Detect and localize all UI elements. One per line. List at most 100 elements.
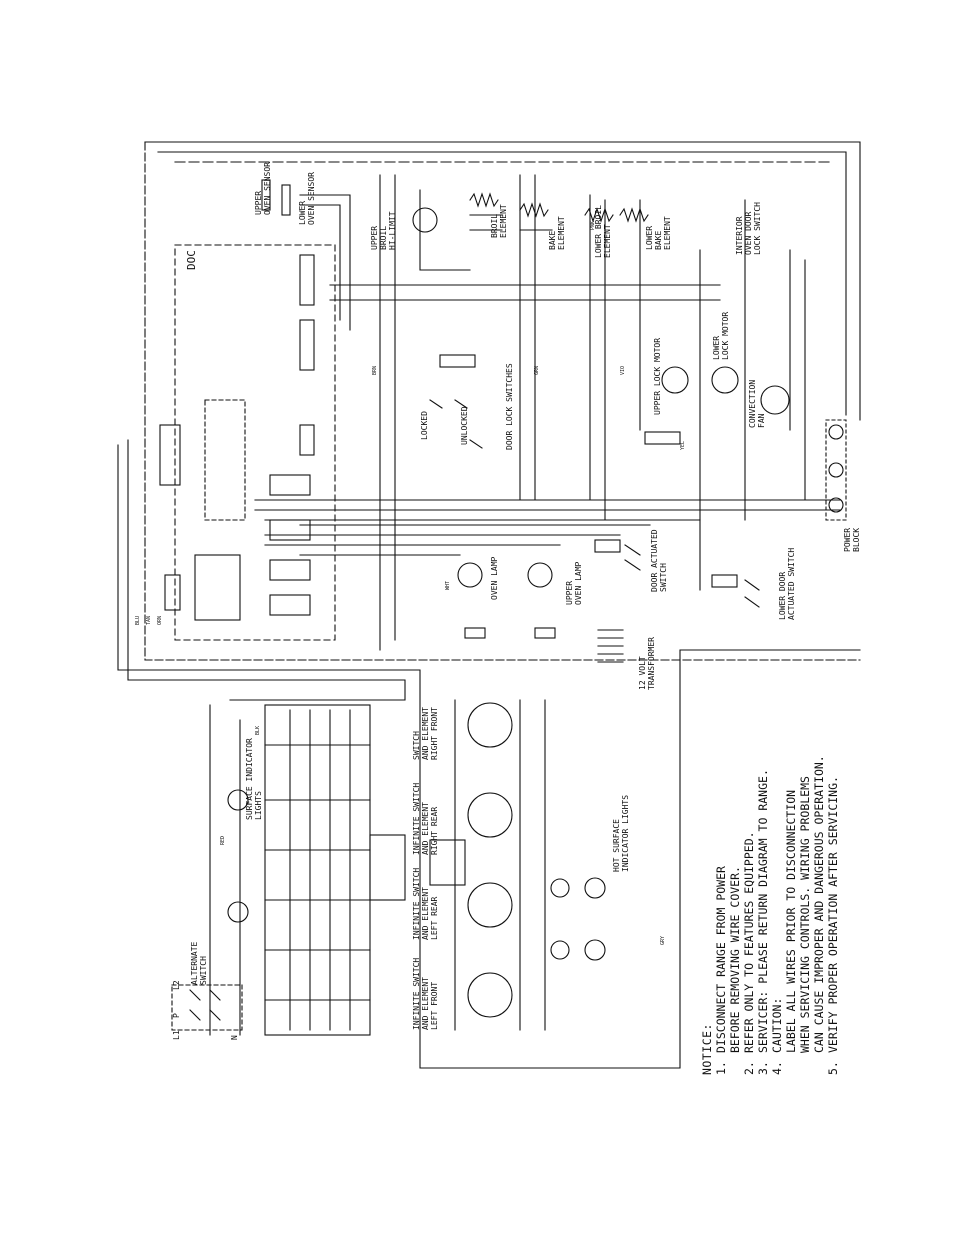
switch-rf-knob [467, 702, 513, 748]
oven-lamp-upper-label: OVEN LAMP [490, 556, 499, 600]
relay-block-1 [204, 399, 246, 521]
wire-color-brn: BRN [372, 365, 378, 375]
harness-left-3 [127, 439, 406, 701]
switch-terminal-lr [429, 839, 466, 886]
switch-wires [454, 699, 546, 1031]
door-lock-terminal [439, 354, 476, 368]
notice-item-4-line-4: CAN CAUSE IMPROPER AND DANGEROUS OPERATI… [812, 755, 826, 1053]
harness-top-2 [157, 151, 847, 416]
switch-rungs [264, 744, 371, 1001]
surface-indicator-light-mid [227, 901, 249, 923]
connector-p1 [159, 424, 181, 486]
relay-k3 [269, 594, 311, 616]
wire-color-pnk: PNK [590, 220, 596, 230]
notice-item-3: 3.SERVICER: PLEASE RETURN DIAGRAM TO RAN… [756, 769, 770, 1075]
hi-limit-symbol [412, 207, 438, 233]
notice-heading: NOTICE: [700, 1023, 714, 1075]
unlocked-label: UNLOCKED [460, 406, 469, 445]
switch-lr-knob [467, 882, 513, 928]
convection-fan-symbol [760, 385, 790, 415]
switch-terminal-rr [369, 834, 406, 901]
notice-item-4-line-3: WHEN SERVICING CONTROLS. WIRING PROBLEMS [798, 776, 812, 1053]
notice-block: NOTICE: 1.DISCONNECT RANGE FROM POWER BE… [700, 755, 840, 1075]
upper-lock-motor-symbol [661, 366, 689, 394]
upper-lock-terminal [644, 431, 681, 445]
locked-label: LOCKED [420, 411, 429, 440]
lower-lock-motor-symbol [711, 366, 739, 394]
lower-oven-sensor-symbol [281, 184, 291, 216]
lower-door-actuated-terminal [711, 574, 738, 588]
switch-bus-1 [209, 704, 351, 1036]
switch-lf-knob [467, 972, 513, 1018]
hot-surface-light-3 [550, 878, 570, 898]
lower-broil-element-symbol [584, 207, 614, 223]
hot-surface-light-2 [584, 939, 606, 961]
harness-left-2 [117, 444, 861, 1069]
oven-lamp-2-symbol [527, 562, 553, 588]
notice-item-1-line-2: BEFORE REMOVING WIRE COVER. [728, 866, 742, 1053]
connector-p5 [299, 424, 315, 456]
door-actuated-switch-symbol [624, 544, 641, 571]
doc-label: DOC [185, 250, 198, 270]
bake-element-symbol [519, 202, 553, 231]
connector-p3 [299, 319, 315, 371]
notice-item-1-line-1: 1.DISCONNECT RANGE FROM POWER [714, 866, 728, 1075]
terminal-n-label: N [230, 1035, 239, 1040]
door-lock-switch-symbol [429, 399, 483, 449]
wire-color-blk: BLK [255, 725, 261, 735]
switch-rr-knob [467, 792, 513, 838]
hot-surface-light-1 [584, 877, 606, 899]
connector-p2 [164, 574, 181, 611]
harness-outer-top [144, 141, 861, 421]
door-actuated-terminal [594, 539, 621, 553]
relay-k4 [269, 474, 311, 496]
upper-lock-motor-label: UPPER LOCK MOTOR [653, 337, 662, 415]
wire-color-blu: BLU [135, 615, 141, 625]
notice-item-4-line-1: 4.CAUTION: [770, 997, 784, 1075]
notice-item-2: 2.REFER ONLY TO FEATURES EQUIPPED. [742, 831, 756, 1075]
terminal-l1-label: L1 [172, 1030, 181, 1040]
relay-k1 [269, 519, 311, 541]
harness-outer-left [144, 141, 861, 661]
terminal-l2-label: L2 [172, 980, 181, 990]
oven-lamp-1-terminal [464, 627, 486, 639]
surface-indicator-light-top [227, 789, 249, 811]
transformer-symbol [597, 629, 624, 663]
connector-p4 [299, 254, 315, 306]
power-block-terminal-3 [828, 497, 844, 513]
wire-color-vio: VIO [620, 365, 626, 375]
relay-block-2 [194, 554, 241, 621]
lower-bake-element-symbol [619, 207, 649, 223]
wire-color-wht: WHT [445, 580, 451, 590]
wire-color-orn: ORN [157, 615, 163, 625]
oven-lamp-1-symbol [457, 562, 483, 588]
switch-array-outline [264, 704, 371, 1036]
power-block-terminal-1 [828, 424, 844, 440]
lower-door-actuated-switch-symbol [744, 579, 760, 608]
notice-item-4-line-2: LABEL ALL WIRES PRIOR TO DISCONNECTION [784, 789, 798, 1053]
wire-color-grn: GRN [534, 365, 540, 375]
broil-element-symbol [469, 192, 503, 231]
doc-board-outline [174, 244, 336, 641]
wire-color-tan: TAN [146, 615, 152, 625]
